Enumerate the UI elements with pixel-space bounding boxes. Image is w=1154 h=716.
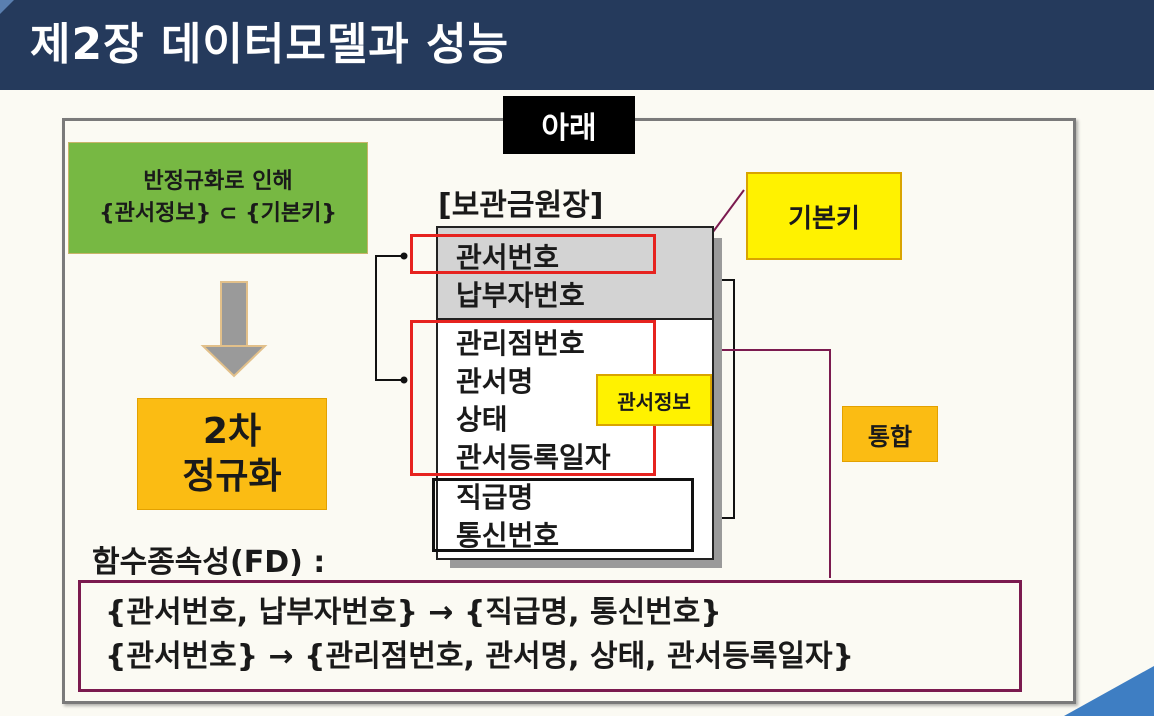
header-accent [0, 0, 14, 14]
denormalization-line-1: 반정규화로 인해 [143, 169, 293, 195]
office-number-highlight [410, 234, 656, 274]
slide-title: 제2장 데이터모델과 성능 [30, 19, 510, 70]
field-comm-number: 통신번호 [456, 519, 560, 552]
slide-header: 제2장 데이터모델과 성능 [0, 0, 1154, 90]
fd-rule-1: {관서번호, 납부자번호} → {직급명, 통신번호} [105, 595, 722, 630]
result-line-2: 정규화 [182, 456, 282, 497]
field-payer-number: 납부자번호 [456, 279, 585, 312]
field-office-number: 관서번호 [456, 241, 560, 274]
merge-callout: 통합 [842, 406, 938, 462]
office-info-callout: 관서정보 [596, 374, 712, 426]
merge-arrow-path [694, 349, 831, 578]
corner-decoration [1064, 666, 1154, 716]
table-title: [보관금원장] [438, 188, 604, 223]
rank-comm-group [432, 478, 694, 552]
second-normalization-box: 2차 정규화 [137, 398, 327, 510]
denormalization-line-2: {관서정보} ⊂ {기본키} [98, 201, 338, 226]
primary-key-area [438, 228, 712, 320]
field-rank-name: 직급명 [456, 481, 534, 514]
field-status: 상태 [456, 403, 508, 436]
left-bracket-dot-bottom [400, 376, 408, 384]
left-bracket-dot-top [400, 252, 408, 260]
fd-label: 함수종속성(FD) : [92, 545, 326, 580]
fd-rule-2: {관서번호} → {관리점번호, 관서명, 상태, 관서등록일자} [105, 639, 854, 674]
denormalization-box: 반정규화로 인해 {관서정보} ⊂ {기본키} [68, 142, 368, 254]
result-line-1: 2차 [202, 411, 262, 452]
left-bracket-connector [375, 255, 404, 381]
primary-key-callout: 기본키 [746, 172, 902, 260]
below-label: 아래 [503, 96, 635, 154]
fd-box: {관서번호, 납부자번호} → {직급명, 통신번호} {관서번호} → {관리… [78, 580, 1022, 692]
field-office-name: 관서명 [456, 365, 534, 398]
field-branch-number: 관리점번호 [456, 327, 585, 360]
down-arrow-icon [200, 281, 268, 378]
field-office-reg-date: 관서등록일자 [456, 441, 611, 474]
